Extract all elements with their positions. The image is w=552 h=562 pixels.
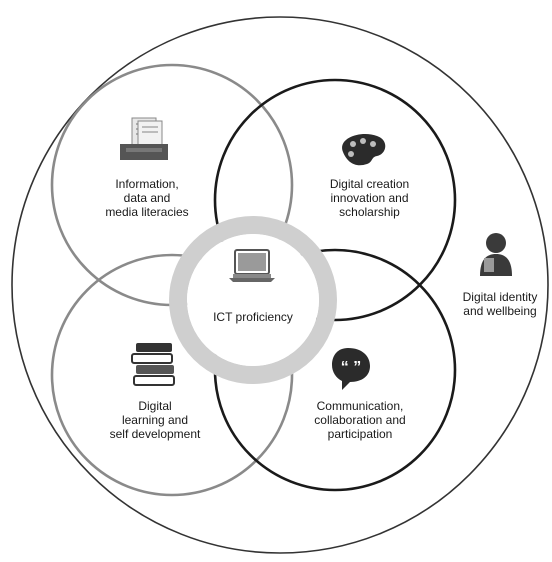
speech-bubble-icon: “ ”	[332, 348, 370, 390]
learning-label: Digital learning and self development	[109, 399, 201, 441]
laptop-icon	[229, 249, 275, 282]
outer-label: Digital identity and wellbeing	[462, 290, 538, 318]
outer-circle	[11, 16, 549, 554]
center-ring	[169, 216, 337, 384]
learning-circle	[50, 253, 294, 497]
information-label: Information, data and media literacies	[105, 177, 189, 219]
document-tray-icon	[120, 117, 168, 160]
creation-label: Digital creation innovation and scholars…	[329, 177, 410, 219]
person-icon	[480, 233, 512, 276]
books-icon	[131, 343, 175, 386]
svg-text:“ ”: “ ”	[341, 359, 361, 376]
center-disc	[187, 234, 319, 366]
communication-label: Communication, collaboration and partici…	[314, 399, 406, 441]
creation-circle	[213, 78, 457, 322]
palette-icon	[342, 133, 386, 166]
center-label: ICT proficiency	[213, 310, 293, 324]
